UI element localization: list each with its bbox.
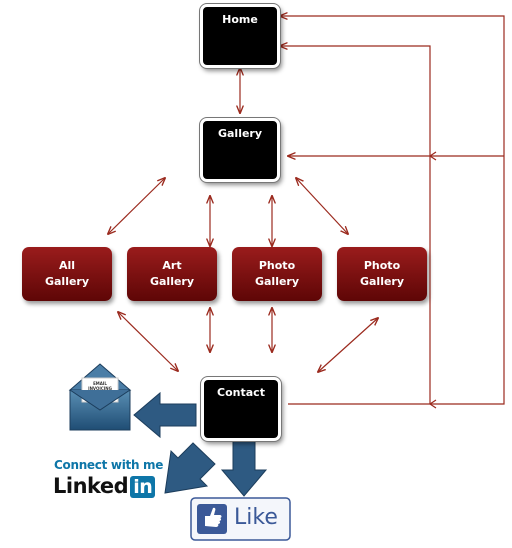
loop-arrowhead-2 xyxy=(428,399,437,409)
big-arrows xyxy=(133,391,268,497)
gallery-node[interactable]: Gallery xyxy=(200,118,280,182)
contact-label: Contact xyxy=(217,386,265,399)
contact-home-loop xyxy=(280,16,505,405)
contact-node[interactable]: Contact xyxy=(201,377,281,441)
photo-gallery-1-button[interactable]: Photo Gallery xyxy=(232,247,322,301)
email-invoicing-label: EMAIL INVOICING xyxy=(88,381,112,391)
photo-gallery-2-label-2: Gallery xyxy=(359,275,405,288)
home-node[interactable]: Home xyxy=(200,4,280,68)
art-gallery-label-1: Art xyxy=(162,259,182,272)
photo2-contact-connector xyxy=(318,318,378,372)
gallery-photo2-connector xyxy=(296,178,348,234)
photo-gallery-2-button[interactable]: Photo Gallery xyxy=(337,247,427,301)
facebook-like-button[interactable] xyxy=(190,497,291,541)
connector-lines xyxy=(108,16,505,409)
photo-gallery-2-label-1: Photo xyxy=(363,259,401,272)
email-envelope-icon[interactable] xyxy=(68,363,132,431)
all-contact-connector xyxy=(118,312,178,371)
linkedin-word: Linked xyxy=(53,474,129,498)
all-gallery-label-1: All xyxy=(58,259,76,272)
contact-home-loop-inner xyxy=(280,46,431,404)
gallery-all-connector xyxy=(108,178,165,234)
art-gallery-button[interactable]: Art Gallery xyxy=(127,247,217,301)
linkedin-tagline: Connect with me xyxy=(54,458,164,472)
loop-arrowhead-1 xyxy=(428,151,437,161)
gallery-label: Gallery xyxy=(217,127,263,140)
arrow-to-linkedin xyxy=(164,442,216,494)
linkedin-in-badge: in xyxy=(130,476,156,498)
all-gallery-button[interactable]: All Gallery xyxy=(22,247,112,301)
all-gallery-label-2: Gallery xyxy=(44,275,90,288)
arrow-to-like xyxy=(220,439,268,497)
home-label: Home xyxy=(222,13,258,26)
photo-gallery-1-label-1: Photo xyxy=(258,259,296,272)
like-label: Like xyxy=(234,505,278,530)
photo-gallery-1-label-2: Gallery xyxy=(254,275,300,288)
art-gallery-label-2: Gallery xyxy=(149,275,195,288)
arrow-to-email xyxy=(133,391,197,439)
